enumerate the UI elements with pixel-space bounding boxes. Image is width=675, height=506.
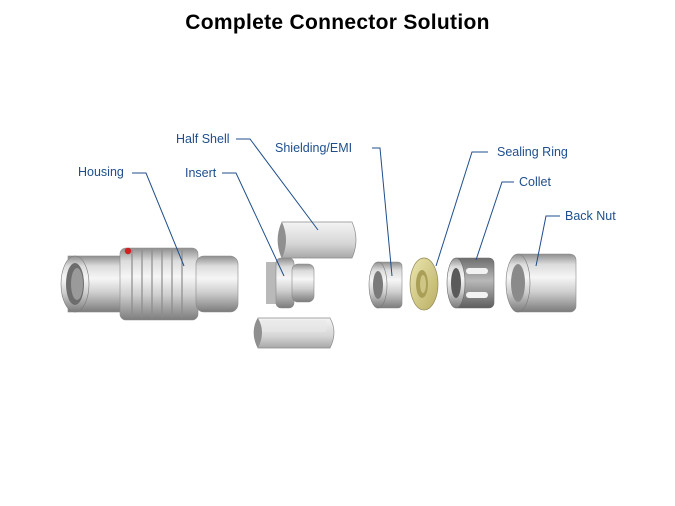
leader-insert bbox=[222, 172, 285, 277]
shielding-emi-ring bbox=[368, 261, 403, 309]
label-shielding-emi: Shielding/EMI bbox=[275, 141, 352, 155]
back-nut-part bbox=[505, 253, 577, 313]
sealing-ring bbox=[409, 257, 439, 311]
page-title: Complete Connector Solution bbox=[185, 11, 490, 34]
half-shell-top bbox=[277, 221, 357, 259]
housing-part bbox=[60, 247, 239, 321]
half-shell-bottom bbox=[253, 317, 335, 349]
leader-sealing-ring bbox=[435, 151, 488, 267]
label-back-nut: Back Nut bbox=[565, 209, 616, 223]
leader-collet bbox=[475, 181, 514, 261]
leader-housing bbox=[132, 172, 185, 267]
collet-part bbox=[446, 257, 495, 309]
label-sealing-ring: Sealing Ring bbox=[497, 145, 568, 159]
label-collet: Collet bbox=[519, 175, 551, 189]
insert-part bbox=[239, 257, 315, 309]
leader-shielding bbox=[372, 147, 393, 277]
leader-half-shell bbox=[236, 138, 319, 231]
label-housing: Housing bbox=[78, 165, 124, 179]
label-half-shell: Half Shell bbox=[176, 132, 230, 146]
red-dot-marker bbox=[124, 247, 132, 255]
leader-back-nut bbox=[535, 215, 560, 267]
label-insert: Insert bbox=[185, 166, 217, 180]
